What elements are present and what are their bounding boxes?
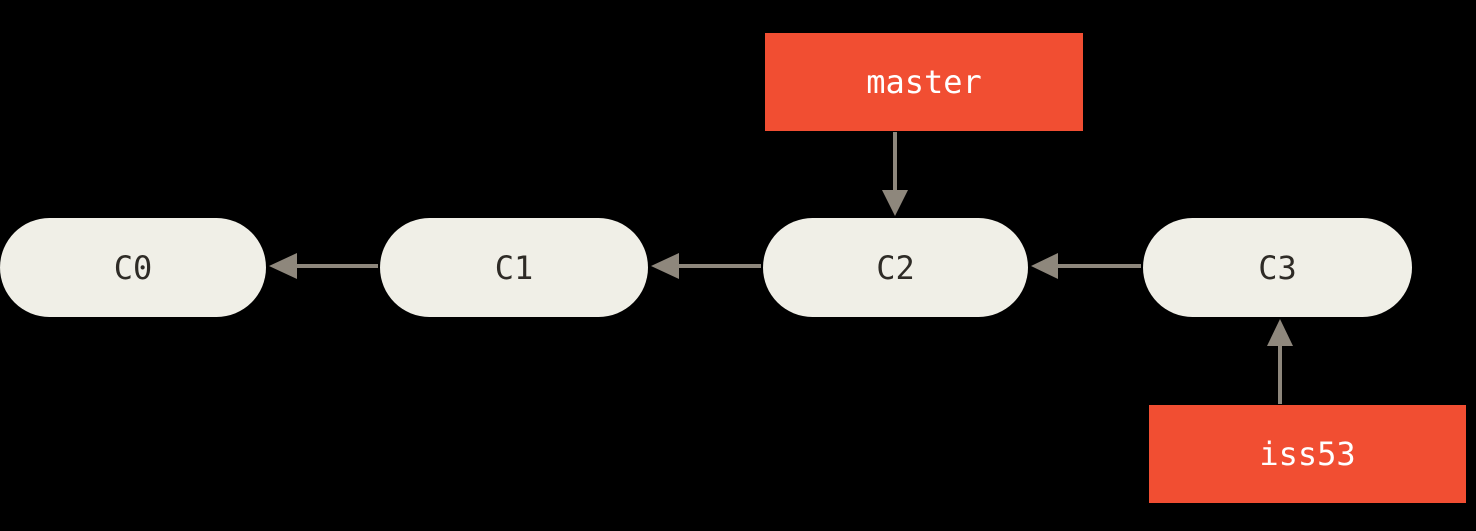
arrow-c3-to-c2 bbox=[1031, 253, 1141, 279]
branch-label-iss53: iss53 bbox=[1149, 405, 1466, 503]
commit-label: C2 bbox=[876, 248, 915, 287]
commit-node-c0: C0 bbox=[0, 218, 266, 317]
commit-node-c1: C1 bbox=[380, 218, 648, 317]
branch-label-master: master bbox=[765, 33, 1083, 131]
commit-node-c3: C3 bbox=[1143, 218, 1412, 317]
commit-label: C0 bbox=[113, 248, 153, 287]
commit-node-c2: C2 bbox=[763, 218, 1028, 317]
branch-name: iss53 bbox=[1259, 435, 1356, 473]
arrow-master-to-c2 bbox=[882, 132, 908, 216]
arrow-c1-to-c0 bbox=[269, 253, 378, 279]
commit-label: C1 bbox=[494, 248, 534, 287]
commit-label: C3 bbox=[1258, 248, 1297, 287]
arrow-iss53-to-c3 bbox=[1267, 319, 1293, 404]
arrow-c2-to-c1 bbox=[651, 253, 761, 279]
branch-name: master bbox=[866, 63, 982, 101]
